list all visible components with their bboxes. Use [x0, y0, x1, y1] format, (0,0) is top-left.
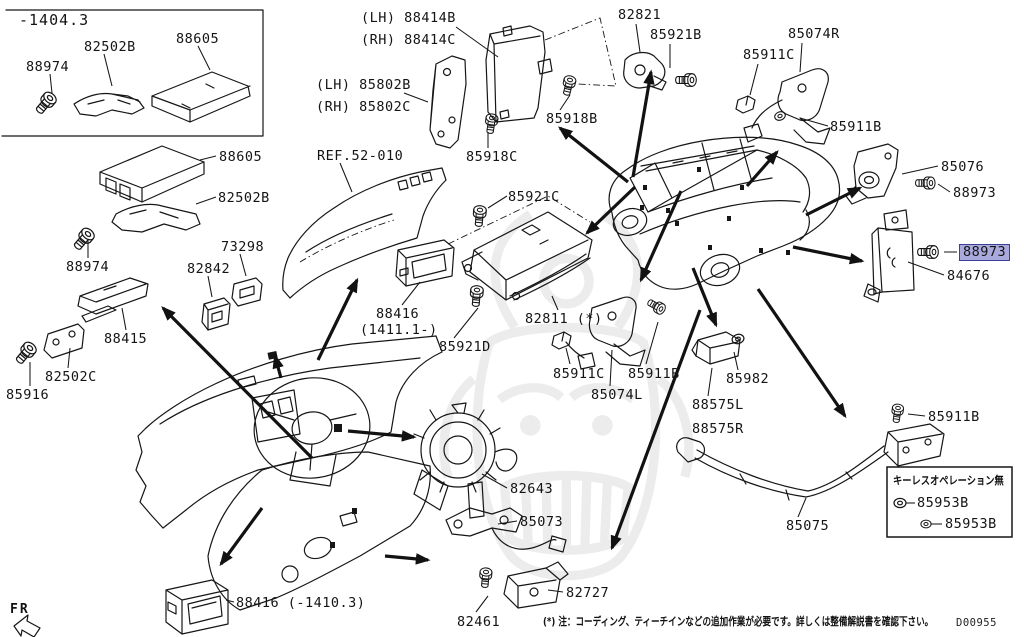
fr-arrow-icon: [13, 614, 41, 637]
part-label-85921C[interactable]: 85921C: [508, 189, 560, 205]
bracket-88415-drawing: [77, 277, 149, 323]
part-label-88415[interactable]: 88415: [104, 331, 148, 347]
part-label-88974[interactable]: 88974: [66, 259, 110, 275]
bolt-85921C-drawing: [471, 204, 488, 228]
module-84676-drawing: [863, 209, 915, 303]
part-label-85953B-2[interactable]: 85953B: [945, 516, 997, 532]
bracket-85073-drawing: [445, 481, 567, 553]
switch-73298-drawing: [231, 277, 263, 307]
part-label-82502C[interactable]: 82502C: [45, 369, 97, 385]
part-label-85918C[interactable]: 85918C: [466, 149, 518, 165]
part-label-85074L[interactable]: 85074L: [591, 387, 643, 403]
location-arrows: [161, 69, 865, 567]
part-label-82811[interactable]: 82811 (*): [525, 311, 603, 327]
part-label-88973-top[interactable]: 88973: [953, 185, 997, 201]
part-label-88416b[interactable]: 88416 (-1410.3): [236, 595, 366, 611]
part-label-88973-selected[interactable]: 88973: [959, 244, 1011, 262]
bolt-88973-top-drawing: [915, 176, 936, 190]
part-label-85916[interactable]: 85916: [6, 387, 50, 403]
keyless-box-title: キーレスオペレーション無: [893, 474, 1004, 487]
part-label-88605[interactable]: 88605: [219, 149, 263, 165]
bracket-82502C-drawing: [43, 323, 85, 359]
leader-lines: [29, 23, 957, 613]
bracket-82502B-drawing: [111, 203, 201, 233]
switch-88416a-drawing: [395, 239, 455, 287]
part-label-88605-box[interactable]: 88605: [176, 31, 220, 47]
document-number: D00955: [956, 617, 997, 629]
part-label-88575L[interactable]: 88575L: [692, 397, 744, 413]
part-label-85074R[interactable]: 85074R: [788, 26, 840, 42]
part-label-85802C[interactable]: (RH) 85802C: [316, 99, 411, 115]
ref-panel-drawing: [282, 167, 447, 299]
sensor-85074R-drawing: [735, 68, 831, 145]
keyless-box-frame: [886, 466, 1013, 538]
part-label-85802B[interactable]: (LH) 85802B: [316, 77, 411, 93]
part-label-85911C-mid[interactable]: 85911C: [553, 366, 605, 382]
bracket-85802-drawing: [429, 55, 467, 149]
part-label-85953B-1[interactable]: 85953B: [917, 495, 969, 511]
ref-link-52-010[interactable]: REF.52-010: [317, 148, 404, 164]
part-label-85073[interactable]: 85073: [520, 514, 564, 530]
dashboard-drawing: [135, 335, 443, 529]
harness-85075-drawing: [676, 437, 889, 501]
part-label-73298[interactable]: 73298: [221, 239, 265, 255]
sensor-82727-drawing: [503, 561, 569, 609]
variant-box-parts: [32, 71, 251, 123]
part-label-82461[interactable]: 82461: [457, 614, 501, 630]
receiver-88605-drawing: [99, 145, 205, 203]
part-label-82821[interactable]: 82821: [618, 7, 662, 23]
sensor-85074L-drawing: [551, 296, 646, 370]
footnote-text: (*) 注：コーディング、ティーチインなどの追加作業が必要です。詳しくは整備解説…: [543, 615, 934, 628]
sensor-82821-drawing: [623, 51, 667, 91]
switch-88416b-drawing: [165, 579, 229, 635]
bolt-88974-drawing: [70, 225, 98, 254]
rear-bracket-85911B-drawing: [883, 402, 945, 467]
part-label-82727[interactable]: 82727: [566, 585, 610, 601]
part-label-88575R[interactable]: 88575R: [692, 421, 744, 437]
part-label-85918B[interactable]: 85918B: [546, 111, 598, 127]
part-label-85075[interactable]: 85075: [786, 518, 830, 534]
bolt-85921D-drawing: [468, 284, 485, 308]
part-label-82502B[interactable]: 82502B: [218, 190, 270, 206]
part-label-88416a-line2[interactable]: (1411.1-): [360, 322, 438, 338]
part-label-82502B-box[interactable]: 82502B: [84, 39, 136, 55]
bolt-85916-drawing: [12, 339, 40, 368]
part-label-88414C[interactable]: (RH) 88414C: [361, 32, 456, 48]
part-label-84676[interactable]: 84676: [947, 268, 991, 284]
bolt-85918B-drawing: [559, 74, 578, 97]
bolt-85911B-mid-drawing: [645, 296, 668, 317]
part-label-82643[interactable]: 82643: [510, 481, 554, 497]
bolt-85921B-drawing: [675, 73, 697, 87]
variant-box-header: -1404.3: [19, 11, 90, 29]
part-label-82842[interactable]: 82842: [187, 261, 231, 277]
part-label-88414B[interactable]: (LH) 88414B: [361, 10, 456, 26]
part-label-85921B[interactable]: 85921B: [650, 27, 702, 43]
bolt-88973-selected-drawing: [917, 245, 939, 259]
ecu-88414-drawing: [485, 17, 617, 123]
bolt-82461-drawing: [478, 566, 493, 589]
fr-direction-label: FR: [10, 602, 30, 617]
part-label-88974-box[interactable]: 88974: [26, 59, 70, 75]
watermark-emblem: [439, 210, 694, 581]
part-label-85911C-top[interactable]: 85911C: [743, 47, 795, 63]
console-drawing: [207, 451, 431, 611]
sensor-85982-drawing: [691, 331, 746, 365]
car-body-drawing: [608, 136, 841, 290]
part-label-85921D[interactable]: 85921D: [439, 339, 491, 355]
part-label-88416a-line1[interactable]: 88416: [376, 306, 420, 322]
clock-spring-82643-drawing: [413, 402, 518, 511]
srs-ecu-82811-drawing: [447, 195, 593, 301]
part-label-85982[interactable]: 85982: [726, 371, 770, 387]
switch-82842-drawing: [201, 297, 231, 331]
part-label-85911B-rear[interactable]: 85911B: [928, 409, 980, 425]
variant-box-frame: [1, 9, 264, 137]
part-label-85911B-top[interactable]: 85911B: [830, 119, 882, 135]
part-label-85076[interactable]: 85076: [941, 159, 985, 175]
sensor-85076-drawing: [845, 143, 899, 205]
part-label-85911B-mid[interactable]: 85911B: [628, 366, 680, 382]
